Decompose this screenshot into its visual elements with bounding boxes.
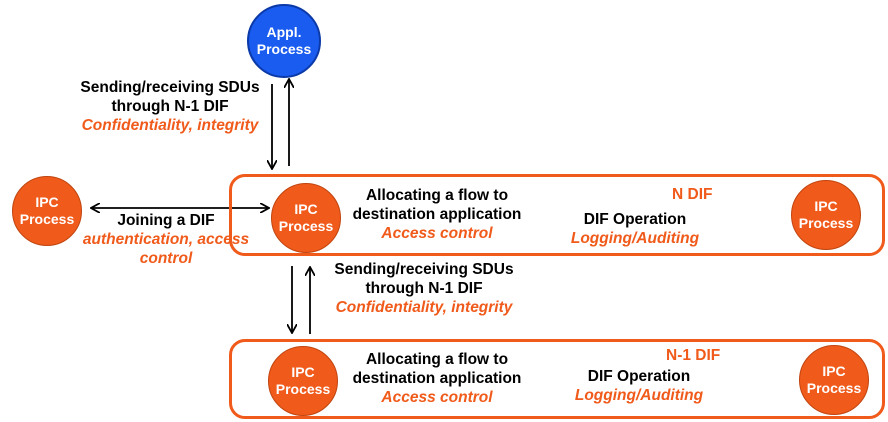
join-line1: Joining a DIF xyxy=(117,212,215,229)
appl-process-label-2: Process xyxy=(256,41,312,57)
appl-process-node: Appl. Process xyxy=(247,4,321,78)
n-dif-ipc-left: IPC Process xyxy=(271,183,341,253)
top-link-line3: Confidentiality, integrity xyxy=(81,117,259,134)
n1-dif-alloc-line1: Allocating a flow to xyxy=(365,351,509,368)
top-link-label: Sending/receiving SDUs through N-1 DIF C… xyxy=(60,78,280,135)
n-dif-op-line1: DIF Operation xyxy=(583,211,687,228)
n-dif-alloc-label: Allocating a flow to destination applica… xyxy=(332,186,542,243)
n-dif-alloc-line2: destination application xyxy=(352,206,522,223)
n1-dif-alloc-line2: destination application xyxy=(352,370,522,387)
ipc-label-2: Process xyxy=(275,381,331,397)
n1-dif-alloc-label: Allocating a flow to destination applica… xyxy=(332,350,542,407)
n1-dif-alloc-line3: Access control xyxy=(381,389,493,406)
appl-process-label-1: Appl. xyxy=(266,24,302,40)
mid-link-label: Sending/receiving SDUs through N-1 DIF C… xyxy=(314,260,534,317)
n1-dif-name: N-1 DIF xyxy=(666,347,721,364)
ipc-label-2: Process xyxy=(19,211,75,227)
n-dif-op-line2: Logging/Auditing xyxy=(570,230,700,247)
ipc-label-2: Process xyxy=(278,218,334,234)
ipc-label-2: Process xyxy=(806,380,862,396)
mid-link-line3: Confidentiality, integrity xyxy=(335,299,513,316)
n1-dif-box xyxy=(229,339,885,419)
n1-dif-ipc-left: IPC Process xyxy=(268,346,338,416)
join-line3: control xyxy=(139,250,193,267)
n1-dif-ipc-right: IPC Process xyxy=(799,345,869,415)
ipc-label-2: Process xyxy=(798,215,854,231)
join-line2: authentication, access xyxy=(82,231,250,248)
ipc-label-1: IPC xyxy=(814,198,838,214)
n-dif-op-label: DIF Operation Logging/Auditing xyxy=(548,210,722,248)
join-label: Joining a DIF authentication, access con… xyxy=(68,211,264,268)
n1-dif-op-label: DIF Operation Logging/Auditing xyxy=(552,367,726,405)
ipc-label-1: IPC xyxy=(294,201,318,217)
ipc-process-joining: IPC Process xyxy=(12,176,82,246)
ipc-label-1: IPC xyxy=(291,364,315,380)
n-dif-name: N DIF xyxy=(672,186,713,203)
n-dif-alloc-line1: Allocating a flow to xyxy=(365,187,509,204)
mid-link-line2: through N-1 DIF xyxy=(365,280,483,297)
n-dif-box xyxy=(229,174,885,256)
ipc-label-1: IPC xyxy=(35,194,59,210)
n1-dif-op-line1: DIF Operation xyxy=(587,368,691,385)
top-link-line2: through N-1 DIF xyxy=(111,98,229,115)
mid-link-line1: Sending/receiving SDUs xyxy=(334,261,514,278)
top-link-line1: Sending/receiving SDUs xyxy=(80,79,260,96)
n-dif-alloc-line3: Access control xyxy=(381,225,493,242)
ipc-label-1: IPC xyxy=(822,363,846,379)
n-dif-ipc-right: IPC Process xyxy=(791,180,861,250)
n1-dif-op-line2: Logging/Auditing xyxy=(574,387,704,404)
